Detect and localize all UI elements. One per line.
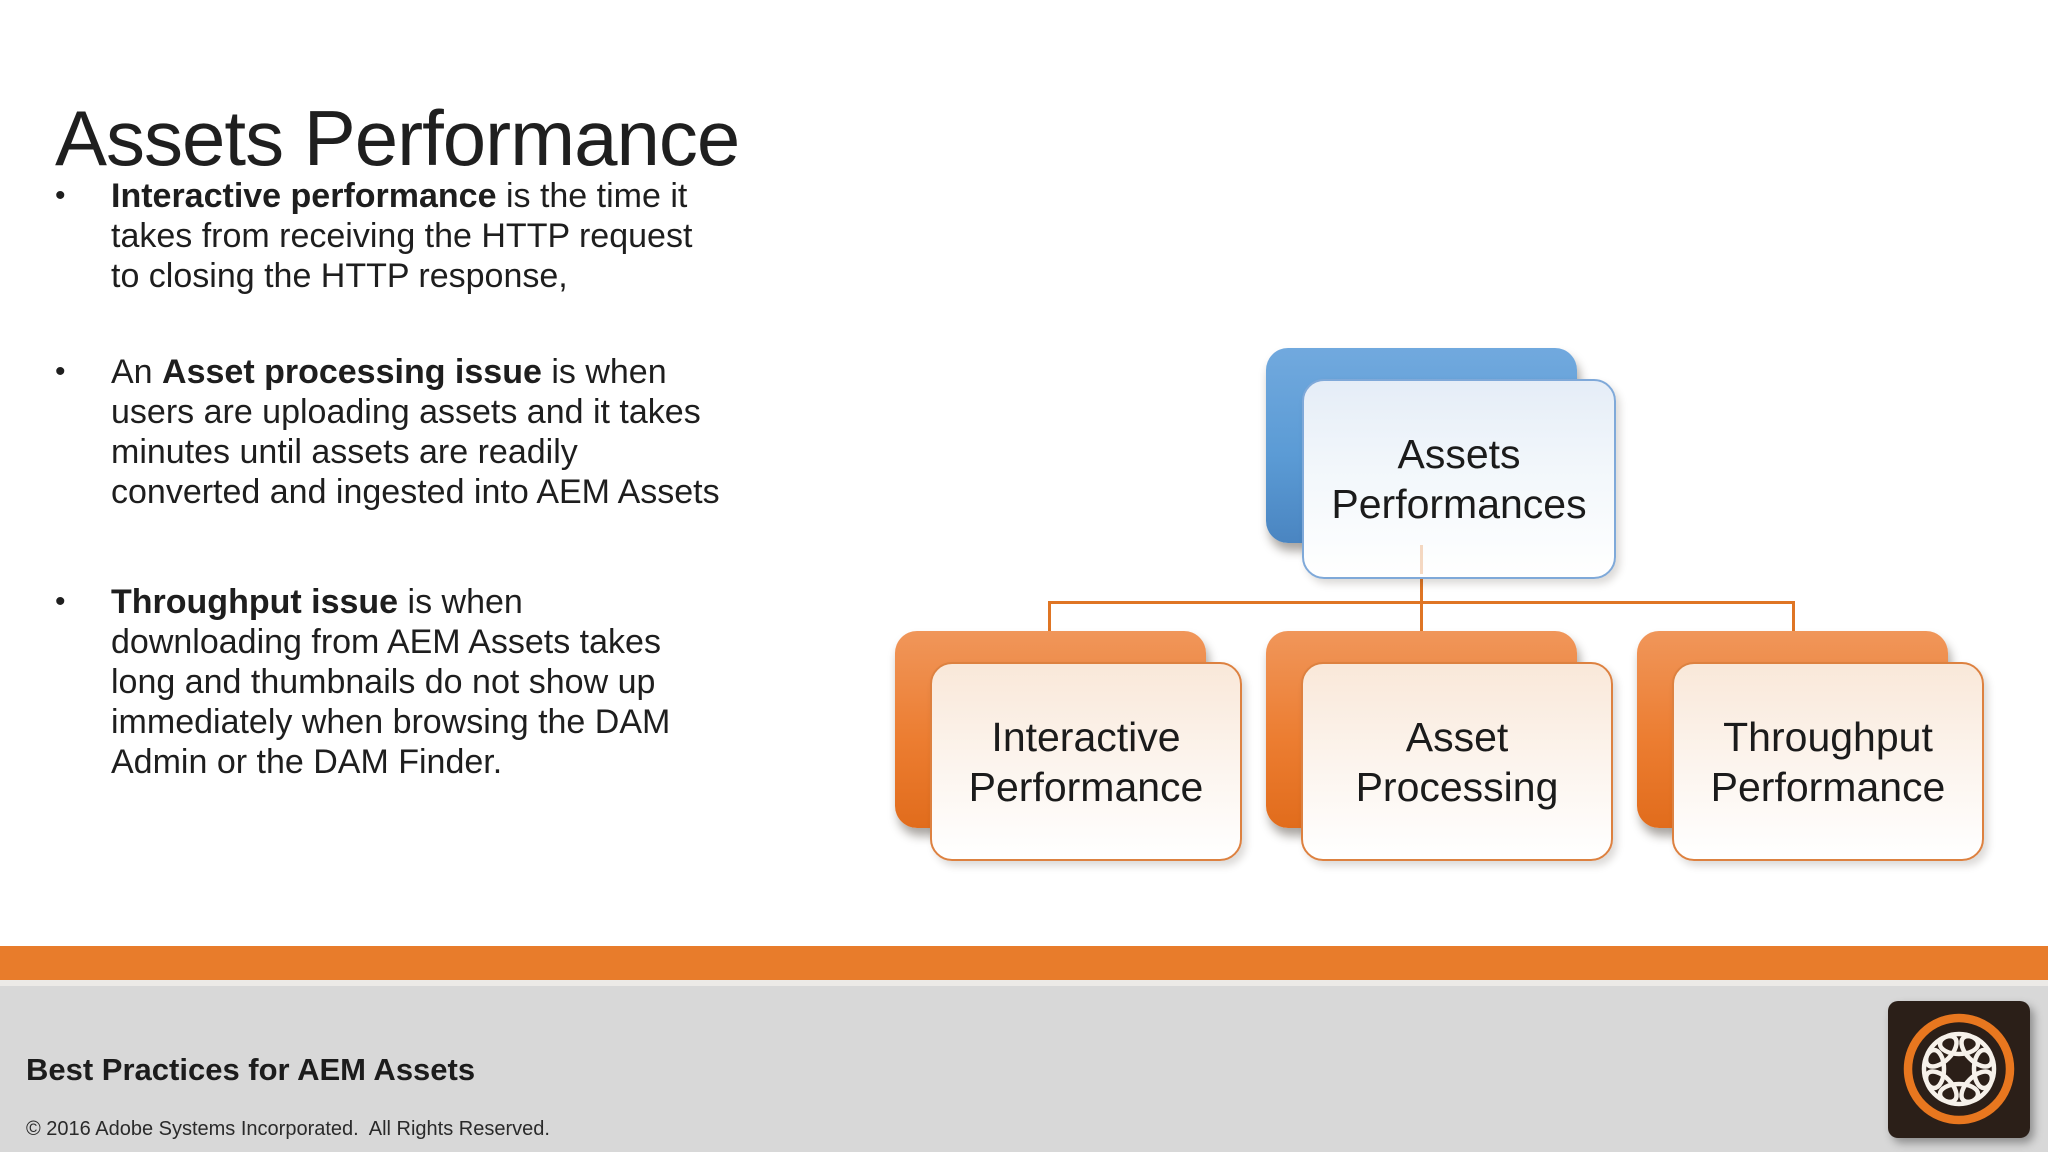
bullet-item-asset-processing: • An Asset processing issue is when user…	[55, 352, 845, 512]
bullet-pre: An	[111, 353, 163, 391]
bullet-bold-lead: Asset processing issue	[162, 353, 542, 391]
bullet-list: • Interactive performance is the time it…	[55, 176, 845, 838]
footer-deck-title: Best Practices for AEM Assets	[26, 1052, 476, 1087]
bullet-rest: is when downloading from AEM Assets take…	[111, 583, 671, 781]
bullet-text: An Asset processing issue is when users …	[111, 352, 845, 512]
bullet-rest: is when users are uploading assets and i…	[111, 353, 720, 511]
connector-drop-right	[1792, 601, 1795, 632]
bullet-item-interactive-performance: • Interactive performance is the time it…	[55, 176, 845, 296]
bullet-rest: is the time it takes from receiving the …	[111, 177, 693, 295]
root-node-assets-performances: Assets Performances	[1302, 379, 1616, 579]
child-node-interactive-performance: Interactive Performance	[930, 662, 1242, 861]
bullet-bold-lead: Interactive performance	[111, 177, 497, 215]
child-node-asset-processing: Asset Processing	[1301, 662, 1613, 861]
bullet-text: Throughput issue is when downloading fro…	[111, 582, 845, 782]
connector-drop-left	[1048, 601, 1051, 632]
connector-drop-middle	[1420, 601, 1423, 632]
bullet-marker: •	[55, 179, 66, 212]
footer-band	[0, 986, 2048, 1152]
child-node-throughput-performance: Throughput Performance	[1672, 662, 1984, 861]
bullet-marker: •	[55, 585, 66, 618]
bullet-marker: •	[55, 355, 66, 388]
footer-copyright: © 2016 Adobe Systems Incorporated. All R…	[26, 1118, 550, 1140]
slide-title: Assets Performance	[55, 94, 740, 183]
bullet-item-throughput-issue: • Throughput issue is when downloading f…	[55, 582, 845, 782]
bullet-bold-lead: Throughput issue	[111, 583, 399, 621]
bullet-text: Interactive performance is the time it t…	[111, 176, 845, 296]
divider-gap-line	[0, 980, 2048, 986]
accent-divider-bar	[0, 946, 2048, 980]
connector-root-drop	[1420, 574, 1423, 604]
connector-root-drop-faint	[1420, 545, 1423, 574]
aem-logo-icon	[1888, 1001, 2030, 1138]
